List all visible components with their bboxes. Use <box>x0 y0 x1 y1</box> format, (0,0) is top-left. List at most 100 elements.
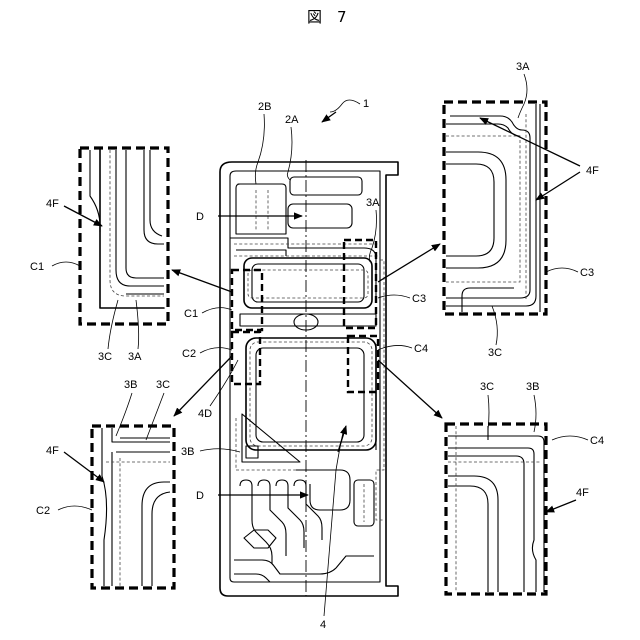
c2-leader-name <box>58 506 92 510</box>
c4-hidden <box>448 426 540 592</box>
c3-label-3a: 3A <box>516 61 530 73</box>
label-d-bottom: D <box>196 490 204 502</box>
label-3a-main: 3A <box>366 197 380 209</box>
arrow-device-1 <box>322 112 336 122</box>
label-c4-main: C4 <box>414 343 428 355</box>
c3-top-curl <box>446 116 530 298</box>
detail-c4: 3C 3B C4 4F <box>378 360 604 594</box>
lead-bottom-trace <box>234 556 374 574</box>
label-c1-main: C1 <box>184 308 198 320</box>
label-c2-main: C2 <box>182 348 196 360</box>
c3-arrow-4f-b <box>536 172 580 200</box>
c3-label-name: C3 <box>580 267 594 279</box>
c2-label-4f: 4F <box>46 445 59 457</box>
detail-c4-frame <box>446 424 546 594</box>
coupling-strip <box>240 314 376 326</box>
detail-c1: 4F C1 3C 3A <box>30 148 232 363</box>
lower-window-hidden <box>250 342 372 446</box>
leader-c3-main <box>378 295 410 298</box>
c2-label-3b: 3B <box>124 379 137 391</box>
upper-window-hidden <box>248 270 368 298</box>
c4-leader-3b <box>534 395 536 432</box>
c4-label-4f: 4F <box>576 487 589 499</box>
c1-label-3a: 3A <box>128 351 142 363</box>
c1-3c-path <box>116 150 164 286</box>
c1-arrow-4f <box>64 206 102 226</box>
c4-label-3b: 3B <box>526 381 539 393</box>
c1-leader-name <box>52 262 80 266</box>
c4-leader-3c <box>488 395 489 430</box>
detail-c3: 3A 4F C3 3C <box>378 61 599 359</box>
c3-bottom <box>462 288 514 312</box>
c3-hidden <box>446 114 526 300</box>
c4-label-name: C4 <box>590 435 604 447</box>
lead-bottom-trace-2 <box>234 574 270 582</box>
lead-finger-2 <box>258 480 286 556</box>
main-device: 2B 2A 1 D 3A C1 C3 C2 C4 4D 3B D 4 <box>181 98 428 631</box>
label-3b-main: 3B <box>181 446 194 458</box>
leader-4d <box>210 360 238 406</box>
slot-2b <box>236 184 286 234</box>
detail-c2: 4F C2 3B 3C <box>36 356 232 588</box>
c3-u-shape <box>446 152 506 268</box>
c1-label-name: C1 <box>30 261 44 273</box>
c3-leader-name <box>546 268 578 272</box>
label-4: 4 <box>320 619 326 631</box>
gusset-3b <box>242 414 300 462</box>
c2-leader-3b <box>116 393 132 436</box>
lead-finger-3 <box>276 480 304 548</box>
detail-c1-frame <box>80 148 168 324</box>
label-2b: 2B <box>258 101 271 113</box>
lead-finger-1 <box>240 480 272 564</box>
c4-arrow-4f <box>546 500 576 512</box>
c1-3a-path <box>126 150 164 294</box>
c1-label-3c: 3C <box>98 351 112 363</box>
leader-c2-main <box>200 348 232 353</box>
c3-callout-arrow <box>378 244 440 282</box>
c3-top-line <box>446 124 520 136</box>
arrow-4 <box>338 426 346 452</box>
c3-leader-3c <box>492 306 497 345</box>
c3-leader-3a <box>518 74 527 118</box>
c2-label-name: C2 <box>36 505 50 517</box>
leader-c1-main <box>202 308 232 313</box>
c1-hidden <box>110 150 164 296</box>
callout-box-c4 <box>348 336 378 392</box>
slot-2a <box>290 177 362 195</box>
c4-3c-path <box>448 426 524 592</box>
c2-hidden <box>106 458 170 586</box>
c1-callout-arrow <box>172 270 232 292</box>
leader-2b <box>255 114 264 184</box>
c2-left-edge <box>102 428 107 586</box>
c4-leader-name <box>552 436 588 440</box>
label-c3-main: C3 <box>412 293 426 305</box>
c2-label-3c: 3C <box>156 379 170 391</box>
figure-title: 図 7 <box>307 8 347 26</box>
c2-arrow-4f <box>64 452 104 482</box>
c3-label-4f: 4F <box>586 165 599 177</box>
label-d-top: D <box>196 211 204 223</box>
gusset-tab <box>246 446 258 458</box>
slot-2b-inner <box>256 190 268 230</box>
c1-outer-edge <box>90 150 100 232</box>
callout-box-c1 <box>232 270 262 330</box>
c3-label-3c: 3C <box>488 347 502 359</box>
c1-label-4f: 4F <box>46 198 59 210</box>
label-4d: 4D <box>198 408 212 420</box>
leader-4 <box>324 428 344 616</box>
lower-connector <box>296 470 350 510</box>
c4-callout-arrow <box>378 360 442 418</box>
leader-c4-main <box>378 345 412 350</box>
leader-device-1 <box>330 100 360 112</box>
label-2a: 2A <box>285 114 299 126</box>
c2-inner-curve <box>142 482 170 586</box>
leader-2a <box>287 127 292 180</box>
c2-leader-3c <box>146 393 164 440</box>
c4-inner-curve <box>448 476 498 592</box>
lead-hexagon <box>244 530 276 548</box>
c4-top-band <box>448 436 544 592</box>
c1-right-curve <box>144 150 164 244</box>
label-device-1: 1 <box>363 98 369 110</box>
c2-top-band <box>112 428 170 452</box>
